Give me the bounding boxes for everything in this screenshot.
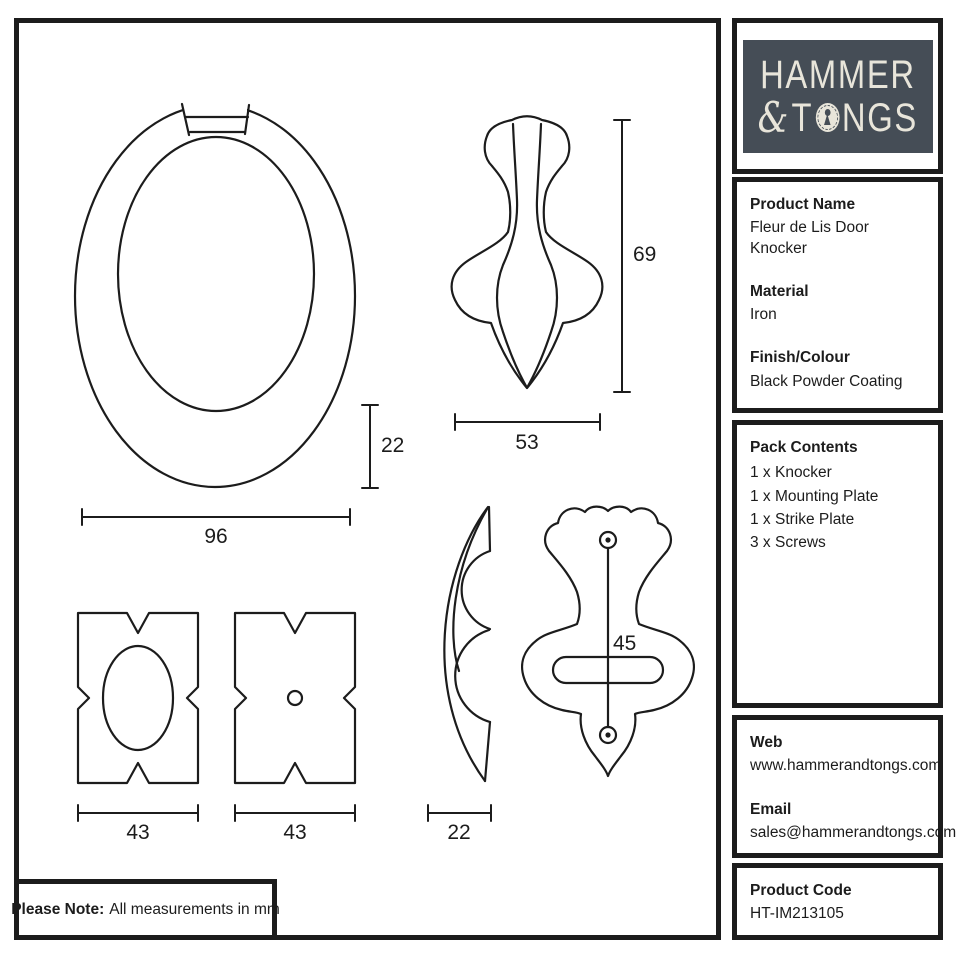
mounting-plate-front-view <box>450 115 604 390</box>
finish-label: Finish/Colour <box>750 349 850 367</box>
brand-ampersand: & <box>757 92 790 142</box>
keyhole-stem <box>823 113 831 125</box>
dim-strike-width-1-label: 43 <box>126 821 149 844</box>
strike-plate-dome-view <box>76 611 200 785</box>
product-code-label: Product Code <box>750 882 852 899</box>
dim-strike-width-2-label: 43 <box>283 821 306 844</box>
material-label: Material <box>750 282 809 300</box>
pack-contents-box: Pack Contents 1 x Knocker 1 x Mounting P… <box>732 420 943 708</box>
pack-item: 1 x Mounting Plate <box>750 487 879 505</box>
keyhole-circle <box>824 108 831 116</box>
dim-plate-height-label: 69 <box>633 243 656 266</box>
product-name-label: Product Name <box>750 196 856 213</box>
strike-plate-hole-view <box>233 611 357 785</box>
dim-plate-width-label: 53 <box>515 431 538 454</box>
knocker-ring-front-view <box>73 97 357 489</box>
mounting-plate-side-view <box>443 505 492 783</box>
keyhole-stitch-ring <box>817 105 838 130</box>
pack-contents-title: Pack Contents <box>750 439 858 456</box>
measurement-note-box: Please Note: All measurements in mm <box>11 879 280 940</box>
brand-tongs-rest: NGS <box>841 95 918 140</box>
brand-tongs-t: T <box>791 95 813 140</box>
keyhole-o-icon <box>815 103 840 132</box>
drawing-area-frame <box>14 18 721 940</box>
pack-item: 1 x Strike Plate <box>750 510 855 528</box>
brand-logo-box: HAMMER & T NGS <box>732 18 943 174</box>
dim-ring-width-label: 96 <box>204 525 227 548</box>
email-value: sales@hammerandtongs.com <box>750 823 957 841</box>
email-label: Email <box>750 800 792 818</box>
pack-item: 1 x Knocker <box>750 464 832 482</box>
info-sidebar: HAMMER & T NGS Product Name Fleur de Lis… <box>732 18 957 940</box>
note-label: Please Note: <box>11 900 105 918</box>
web-value: www.hammerandtongs.com <box>750 757 942 775</box>
dim-strike-width-1: 43 <box>77 804 199 844</box>
dim-hole-spacing-label: 45 <box>613 632 636 655</box>
product-name-value: Fleur de Lis Door Knocker <box>750 219 869 257</box>
finish-value: Black Powder Coating <box>750 372 903 390</box>
dim-ring-thickness-label: 22 <box>381 434 404 457</box>
dim-strike-width-2: 43 <box>234 804 356 844</box>
web-label: Web <box>750 734 783 751</box>
dim-ring-width: 96 <box>81 508 351 548</box>
dim-profile-depth: 22 <box>427 804 492 844</box>
brand-logo: HAMMER & T NGS <box>742 39 933 153</box>
dim-ring-thickness: 22 <box>361 404 404 489</box>
pack-item: 3 x Screws <box>750 534 826 552</box>
mounting-plate-back-view: 45 <box>520 505 696 778</box>
product-info-box: Product Name Fleur de Lis Door Knocker M… <box>732 177 943 413</box>
dim-plate-height: 69 <box>613 119 656 393</box>
note-text: All measurements in mm <box>109 900 280 918</box>
brand-name-line2: & T NGS <box>757 92 918 142</box>
brand-name-line1: HAMMER <box>759 52 916 97</box>
product-code-value: HT-IM213105 <box>750 905 844 923</box>
dim-profile-depth-label: 22 <box>447 821 470 844</box>
dim-plate-width: 53 <box>454 413 601 454</box>
product-code-box: Product Code HT-IM213105 <box>732 863 943 940</box>
contact-box: Web www.hammerandtongs.com Email sales@h… <box>732 715 957 858</box>
material-value: Iron <box>750 306 777 324</box>
